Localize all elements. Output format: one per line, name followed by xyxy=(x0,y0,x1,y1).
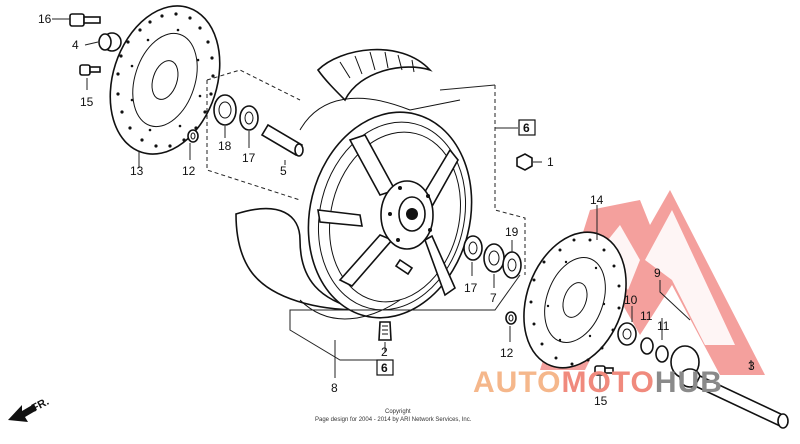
seal-17-right xyxy=(463,235,483,261)
speedometer-gearbox xyxy=(670,345,701,388)
wheel-rim xyxy=(299,97,473,320)
callout-18: 18 xyxy=(218,139,232,153)
spacer-5 xyxy=(260,123,304,157)
footer-copyright: Copyright xyxy=(385,409,411,415)
bolt-15-right xyxy=(594,365,614,376)
bearing-7 xyxy=(483,243,505,273)
bolt-16 xyxy=(69,13,101,27)
boxed-callout-6b: 6 xyxy=(381,361,388,375)
callout-14: 14 xyxy=(590,193,604,207)
bearing-18 xyxy=(213,94,237,126)
valve-stem-2 xyxy=(378,321,392,341)
brake-disc-right xyxy=(523,231,627,369)
callout-12: 12 xyxy=(182,164,196,178)
callout-15: 15 xyxy=(80,95,94,109)
callout-2: 2 xyxy=(381,345,388,359)
callout-10: 10 xyxy=(624,293,638,307)
nut-1 xyxy=(516,153,533,171)
assembly-outline xyxy=(206,69,526,361)
callout-17b: 17 xyxy=(464,281,478,295)
collar-4 xyxy=(98,32,122,52)
watermark-hub: HUB xyxy=(655,366,723,399)
callout-11: 11 xyxy=(640,309,653,323)
boxed-callout-6: 6 xyxy=(523,121,530,135)
nut-12-right xyxy=(505,311,517,325)
direction-label: FR. xyxy=(30,396,51,415)
bolt-15-left xyxy=(79,64,101,76)
callout-19: 19 xyxy=(505,225,519,239)
seal-17-left xyxy=(239,105,259,131)
bearing-19 xyxy=(502,251,522,279)
boxed-callout-6-bottom: 6 xyxy=(376,359,394,376)
boxed-callout-6-top: 6 xyxy=(518,119,536,136)
axle-3 xyxy=(693,374,789,429)
callout-7: 7 xyxy=(490,291,497,305)
callout-15b: 15 xyxy=(594,394,608,408)
callout-3: 3 xyxy=(748,359,755,373)
callout-9: 9 xyxy=(654,266,661,280)
callout-11b: 11 xyxy=(657,319,670,333)
nut-12-left xyxy=(187,129,199,143)
washer-11 xyxy=(640,337,669,363)
leader-lines xyxy=(52,18,752,390)
brake-disc-left xyxy=(109,5,221,155)
callout-5: 5 xyxy=(280,164,287,178)
watermark-wordmark: AUTOMOTOHUB xyxy=(473,366,723,399)
callout-1: 1 xyxy=(547,155,554,169)
watermark-text-group: AUTOMOTOHUB xyxy=(473,366,723,399)
callout-17: 17 xyxy=(242,151,256,165)
callout-16: 16 xyxy=(38,12,52,26)
callout-4: 4 xyxy=(72,38,79,52)
callout-13: 13 xyxy=(130,164,144,178)
front-direction-arrow: FR. xyxy=(8,396,51,422)
watermark-moto: MOTO xyxy=(561,366,654,399)
tire-tread-top xyxy=(316,48,433,102)
callout-labels: 16 4 15 13 12 18 17 5 1 14 9 10 11 11 19… xyxy=(38,12,755,408)
footer-credit: Page design for 2004 - 2014 by ARI Netwo… xyxy=(315,417,472,423)
callout-8: 8 xyxy=(331,381,338,395)
collar-10 xyxy=(617,322,637,346)
callout-12b: 12 xyxy=(500,346,514,360)
watermark-auto: AUTO xyxy=(473,366,561,399)
